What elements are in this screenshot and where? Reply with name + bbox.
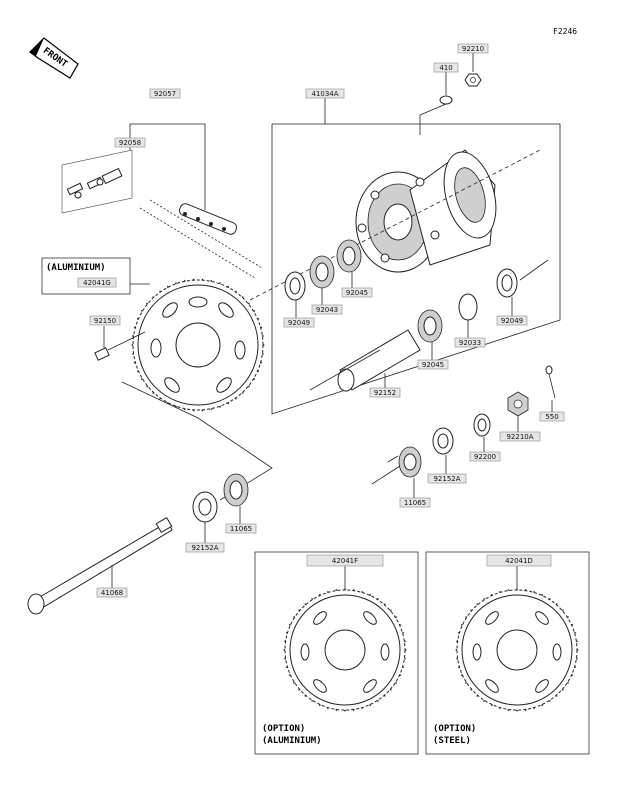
svg-text:92045: 92045 (422, 361, 444, 369)
svg-text:410: 410 (439, 64, 452, 72)
bearing-92043-part (309, 255, 335, 289)
part-label-42041D: 42041D (486, 554, 552, 567)
chain-part (178, 203, 238, 235)
svg-text:92152: 92152 (374, 389, 396, 397)
part-label-550: 550 (539, 411, 565, 422)
svg-text:92043: 92043 (316, 306, 338, 314)
svg-text:92049: 92049 (288, 319, 310, 327)
diagram-code: F2246 (553, 27, 577, 36)
part-label-11065-right: 11065 (399, 497, 431, 508)
spacer-92152-part (337, 329, 421, 392)
master-link-part (66, 167, 123, 199)
svg-text:92049: 92049 (501, 317, 523, 325)
svg-text:11065: 11065 (230, 525, 252, 533)
part-label-92049-right: 92049 (496, 315, 528, 326)
part-label-92043: 92043 (311, 304, 343, 315)
svg-text:42041D: 42041D (505, 557, 533, 565)
seal-11065-left-part (223, 473, 249, 507)
part-label-11065-left: 11065 (225, 523, 257, 534)
svg-text:92152A: 92152A (191, 544, 218, 552)
caption-aluminium-main: (ALUMINIUM) (46, 263, 106, 273)
caption-option-steel-2: (STEEL) (433, 736, 471, 746)
bearing-92045-lower-part (417, 309, 443, 343)
svg-text:41034A: 41034A (311, 90, 338, 98)
part-label-42041F: 42041F (306, 554, 384, 567)
part-label-92152A-right: 92152A (427, 473, 467, 484)
svg-text:92045: 92045 (346, 289, 368, 297)
svg-text:550: 550 (545, 413, 558, 421)
svg-text:42041F: 42041F (332, 557, 358, 565)
part-label-41068: 41068 (96, 587, 128, 598)
svg-text:92200: 92200 (474, 453, 496, 461)
part-label-92210A: 92210A (499, 431, 541, 442)
hub-assembly (249, 98, 561, 415)
svg-text:92057: 92057 (154, 90, 176, 98)
axle-41068-part (27, 516, 173, 615)
nut-92210-part (464, 73, 482, 87)
svg-text:92033: 92033 (459, 339, 481, 347)
part-label-92045-upper: 92045 (341, 287, 373, 298)
svg-text:92058: 92058 (119, 139, 141, 147)
washer-410-part (439, 95, 453, 105)
part-label-92200: 92200 (469, 451, 501, 462)
svg-text:42041G: 42041G (83, 279, 111, 287)
part-label-92152: 92152 (369, 387, 401, 398)
option-steel-panel (425, 551, 590, 755)
part-label-92057: 92057 (149, 88, 181, 99)
seal-11065-right-part (398, 446, 422, 478)
collar-92152A-left-part (192, 491, 218, 523)
part-label-42041G: 42041G (77, 277, 117, 288)
sprocket-option-steel-part (455, 588, 579, 712)
chain-assembly (61, 123, 263, 279)
svg-text:92152A: 92152A (433, 475, 460, 483)
collar-92152A-right-part (432, 427, 454, 455)
part-label-41034A: 41034A (305, 88, 345, 99)
seal-92049-right-part (496, 268, 518, 298)
caption-option-aluminium-2: (ALUMINIUM) (262, 736, 322, 746)
svg-text:11065: 11065 (404, 499, 426, 507)
circlip-92033-part (458, 293, 478, 321)
part-label-410: 410 (433, 62, 459, 73)
part-label-92049-left: 92049 (283, 317, 315, 328)
sprocket-option-aluminium-part (283, 588, 407, 712)
collar-92200-part (473, 413, 491, 437)
caption-option-steel-1: (OPTION) (433, 724, 476, 734)
part-label-92058: 92058 (114, 137, 146, 148)
svg-text:92210: 92210 (462, 45, 484, 53)
rear-hub-part (355, 149, 497, 273)
part-label-92045-lower: 92045 (417, 359, 449, 370)
castle-nut-92210A-part (507, 391, 529, 417)
svg-text:92210A: 92210A (506, 433, 533, 441)
part-label-92033: 92033 (454, 337, 486, 348)
svg-text:41068: 41068 (101, 589, 123, 597)
seal-92049-left-part (284, 271, 306, 301)
front-arrow-icon: FRONT (29, 37, 79, 79)
svg-text:92150: 92150 (94, 317, 116, 325)
bearing-92045-upper-part (336, 239, 362, 273)
caption-option-aluminium-1: (OPTION) (262, 724, 305, 734)
cotter-pin-550-part (545, 365, 556, 399)
aluminium-caption-frame (41, 257, 131, 295)
sprocket-main-part (131, 278, 265, 412)
part-label-92150: 92150 (89, 315, 121, 326)
part-label-92152A-left: 92152A (185, 542, 225, 553)
part-label-92210: 92210 (457, 43, 489, 54)
option-aluminium-panel (254, 551, 419, 755)
bolt-92150-part (94, 331, 146, 361)
